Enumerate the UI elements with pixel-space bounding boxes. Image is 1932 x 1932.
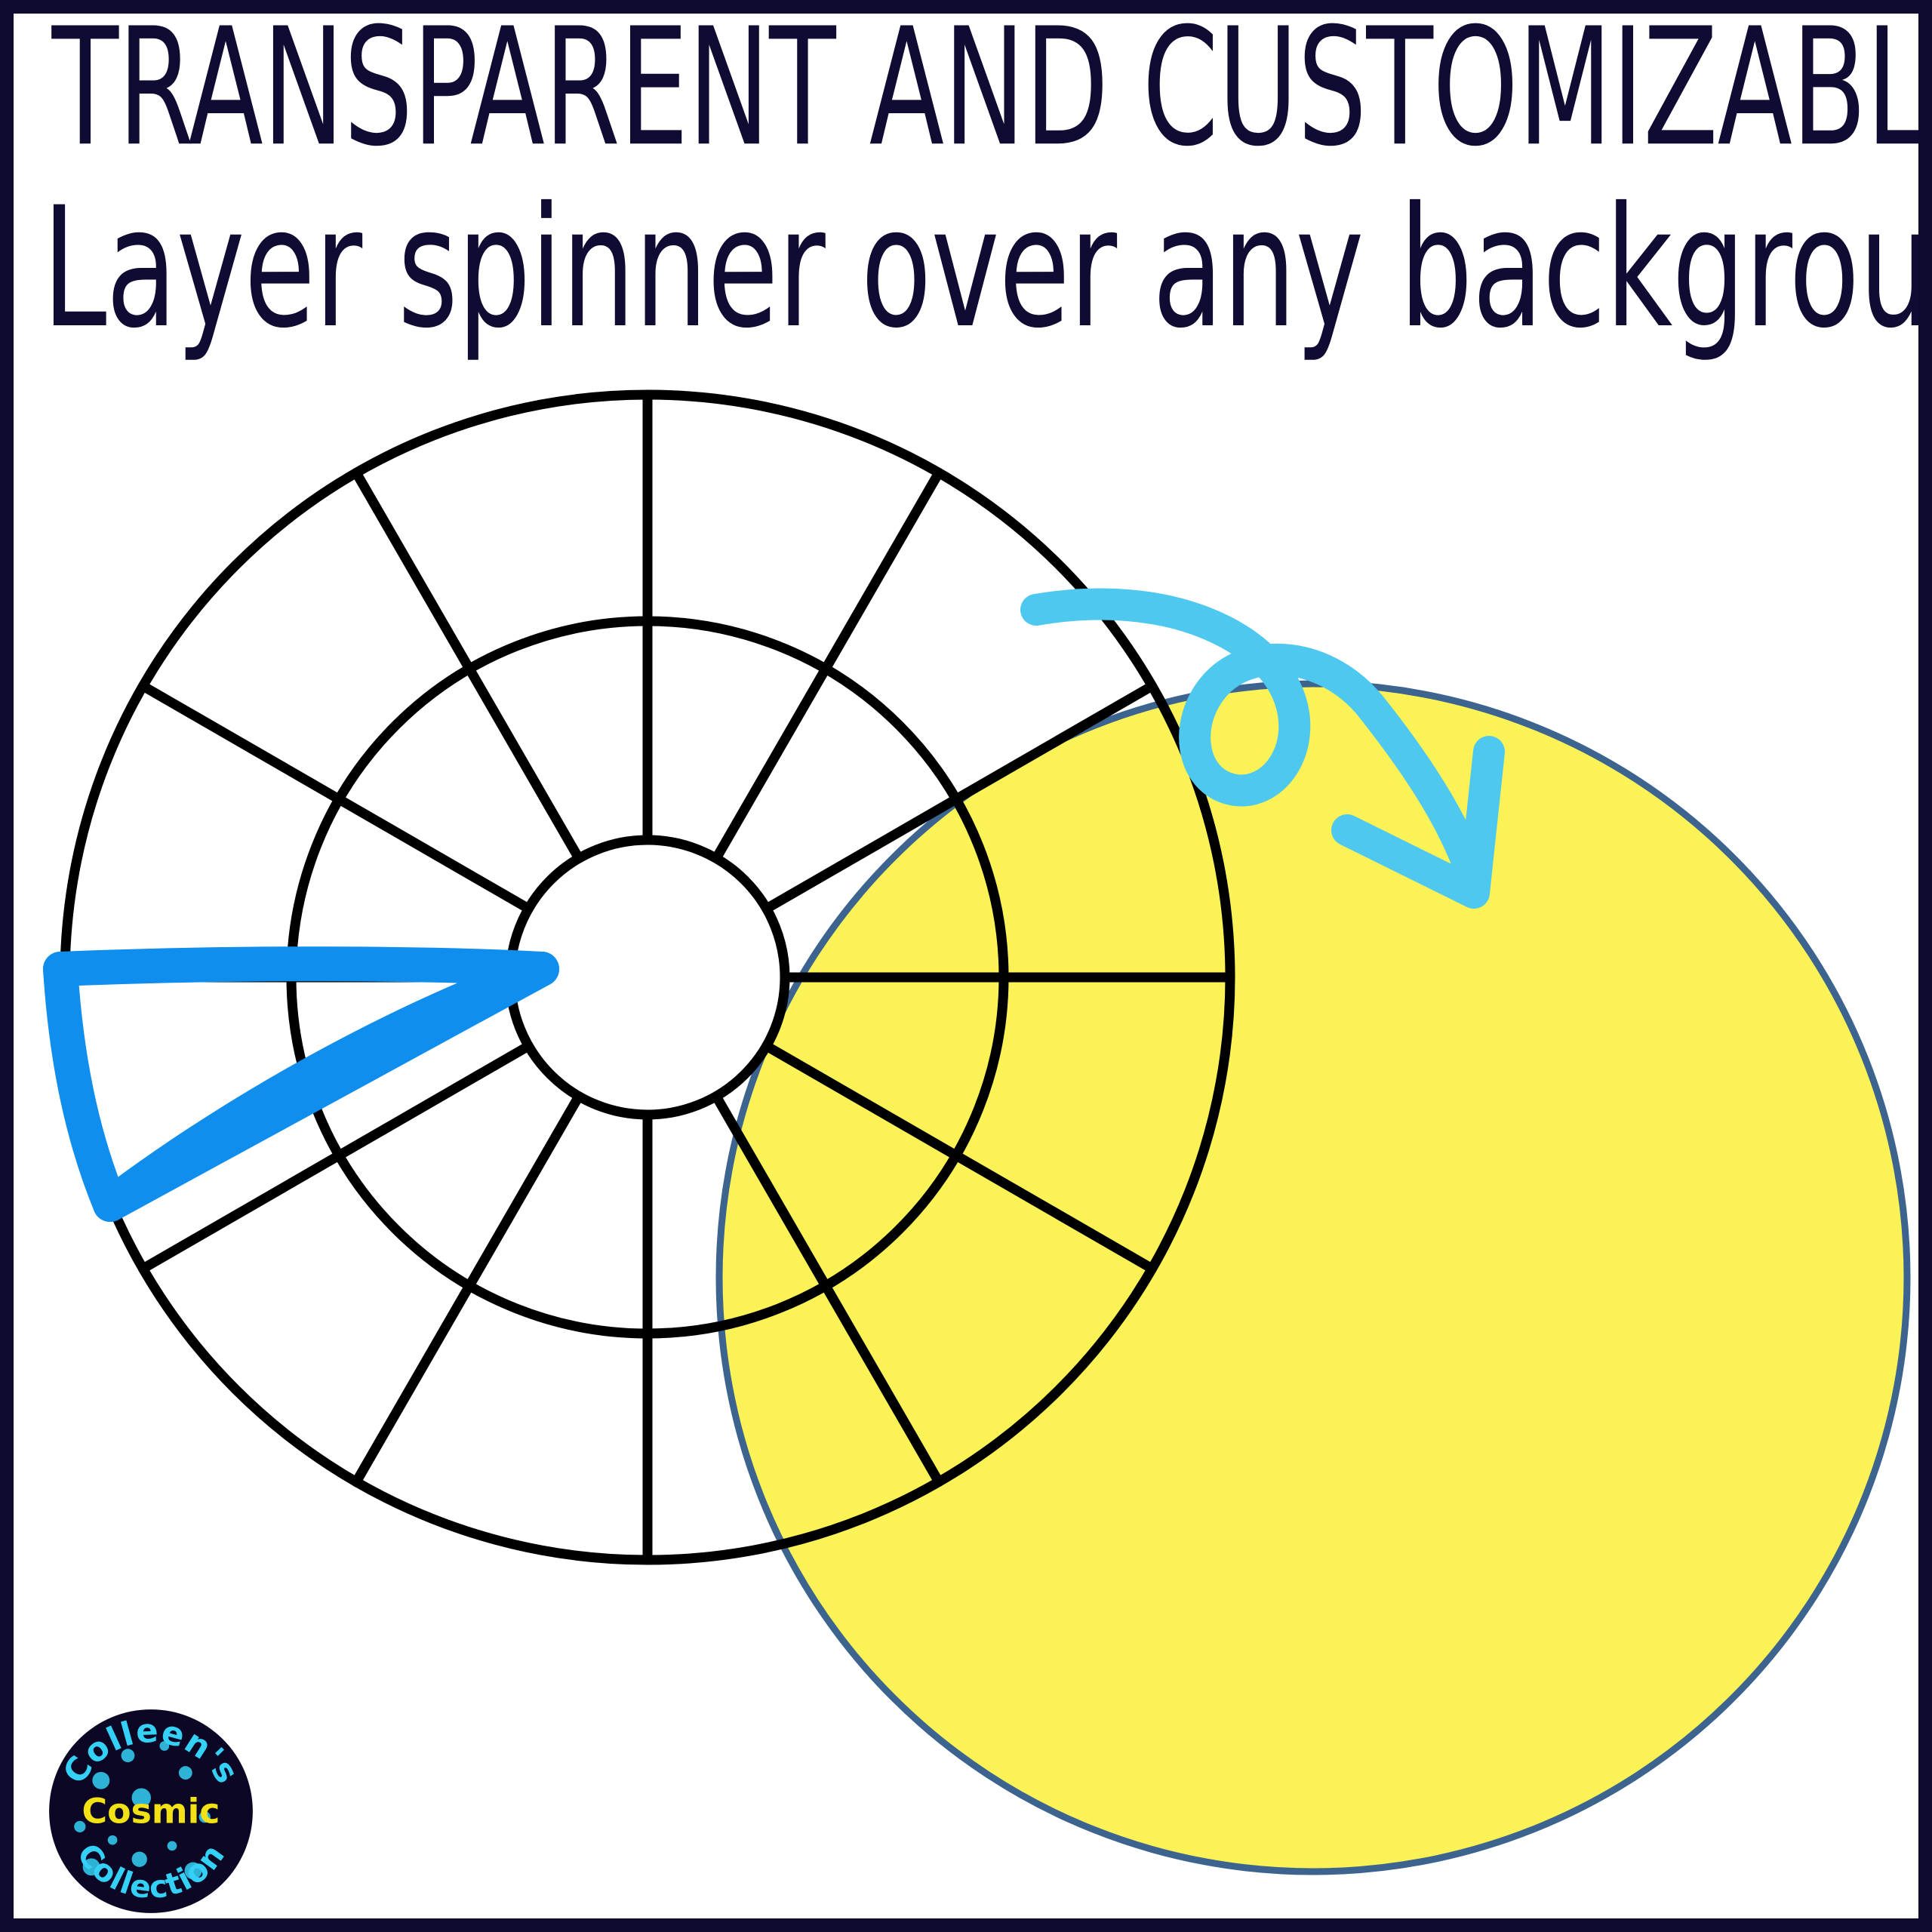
logo-star — [178, 1766, 192, 1780]
logo-disc — [49, 1709, 253, 1913]
logo-starfield — [74, 1741, 211, 1880]
logo-center-text: Cosmic — [82, 1790, 220, 1831]
wedge-highlight-annotation — [43, 946, 559, 1222]
page-title: TRANSPARENT AND CUSTOMIZABLE — [51, 0, 1932, 183]
logo-star — [107, 1835, 118, 1845]
logo-star — [167, 1841, 177, 1851]
logo-star — [198, 1811, 211, 1823]
spinner-spoke — [761, 681, 1158, 914]
spinner-spoke — [711, 1091, 944, 1487]
spinner-spoke — [711, 467, 944, 863]
spinner-spoke — [351, 1091, 584, 1487]
logo-star — [159, 1741, 170, 1751]
logo-star — [92, 1771, 110, 1789]
spinner-spoke — [137, 681, 534, 914]
spinner-spoke — [137, 1041, 534, 1274]
spinner-spoke — [351, 467, 584, 863]
spinner-spokes — [60, 389, 1235, 1565]
logo-star — [74, 1820, 86, 1832]
logo-star — [131, 1851, 147, 1867]
page-subtitle: Layer spinner over any background! — [42, 171, 1932, 365]
logo-star — [184, 1862, 202, 1880]
logo-star — [131, 1788, 151, 1807]
yellow-background-circle — [715, 680, 1911, 1875]
brand-logo[interactable]: Colleen's Cosmic Collection — [45, 1706, 257, 1917]
logo-star — [121, 1749, 135, 1763]
spinner-illustration — [43, 389, 1911, 1875]
spinner-spoke — [761, 1041, 1158, 1274]
curly-arrow-annotation — [1020, 588, 1505, 909]
logo-star — [82, 1858, 100, 1876]
